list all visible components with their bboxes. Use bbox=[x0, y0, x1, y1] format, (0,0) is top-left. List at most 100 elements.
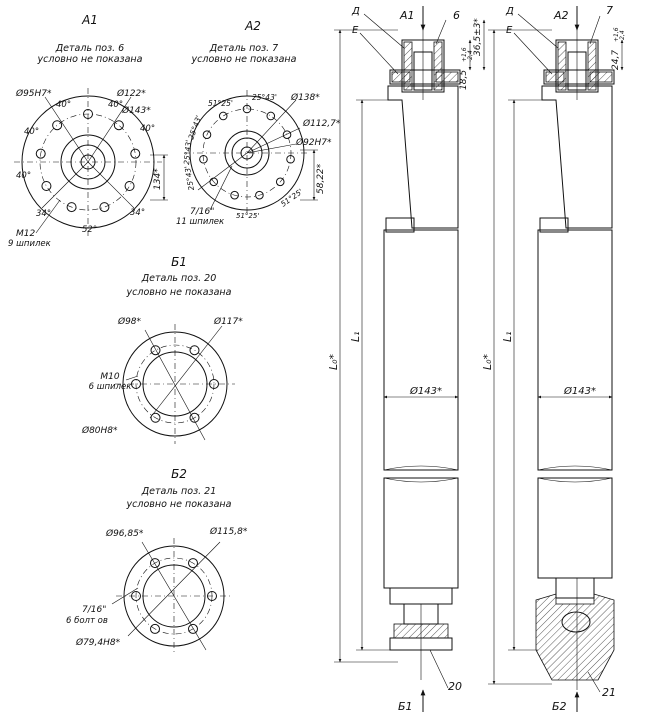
view-b2: Б2 Деталь поз. 21 условно не показана Ø9… bbox=[66, 467, 248, 654]
stud-hole bbox=[99, 202, 110, 213]
a1-studs: 9 шпилек bbox=[8, 239, 52, 249]
view-b2-note1: Деталь поз. 21 bbox=[141, 486, 217, 497]
b1-dim-80: Ø80H8* bbox=[81, 425, 118, 436]
right-letter-e: Е bbox=[506, 25, 513, 36]
stud-hole bbox=[282, 130, 292, 140]
a1-angle-8: 52° bbox=[82, 225, 97, 235]
stud-hole bbox=[286, 154, 295, 164]
view-a1-note2: условно не показана bbox=[37, 54, 143, 65]
right-pos-top: 7 bbox=[606, 4, 613, 17]
left-pos-top: 6 bbox=[453, 9, 460, 22]
stud-hole bbox=[218, 111, 228, 121]
b2-dim-115: Ø115,8* bbox=[209, 526, 248, 537]
stud-hole bbox=[124, 181, 135, 191]
a2-angle-4: 25°43' bbox=[182, 140, 193, 166]
stud-hole bbox=[41, 181, 52, 191]
a1-stud-holes bbox=[35, 109, 141, 213]
stud-hole bbox=[266, 111, 276, 121]
b1-thread: М10 bbox=[100, 372, 119, 382]
a1-angle-3: 40° bbox=[140, 124, 155, 134]
a2-studs: 11 шпилек bbox=[176, 217, 225, 227]
view-b1: Б1 Деталь поз. 20 условно не показана Ø9… bbox=[81, 255, 243, 444]
a2-angle-1: 25°43' bbox=[252, 93, 277, 102]
view-b1-note2: условно не показана bbox=[126, 287, 232, 298]
b1-dim-98: Ø98* bbox=[117, 316, 142, 327]
a1-angle-1: 40° bbox=[56, 100, 71, 110]
stud-hole bbox=[188, 558, 198, 569]
left-diameter: Ø143* bbox=[409, 385, 442, 397]
right-dim-a-tol: +1,6 bbox=[613, 27, 620, 42]
stud-hole bbox=[150, 412, 161, 423]
b2-studs: 6 болт ов bbox=[66, 616, 108, 626]
b2-dim-79: Ø79,4H8* bbox=[75, 637, 121, 648]
a2-dim-58: 58,22* bbox=[316, 163, 326, 194]
view-a2-note1: Деталь поз. 7 bbox=[209, 43, 278, 54]
view-a2-note2: условно не показана bbox=[191, 54, 297, 65]
left-length-total: L₀* bbox=[327, 353, 340, 370]
right-pos-bottom: 21 bbox=[602, 686, 616, 699]
right-view-top: А2 bbox=[553, 9, 569, 22]
stud-hole bbox=[66, 202, 77, 213]
a2-dim-138: Ø138* bbox=[290, 92, 320, 103]
view-a1: А1 Деталь поз. 6 условно не показана Ø95… bbox=[8, 13, 168, 249]
view-b1-note1: Деталь поз. 20 bbox=[141, 273, 217, 284]
b2-dim-96: Ø96,85* bbox=[105, 528, 144, 539]
stud-hole bbox=[199, 154, 208, 164]
b1-dim-117: Ø117* bbox=[213, 316, 243, 327]
left-pos-bottom: 20 bbox=[448, 680, 462, 693]
b1-bolt-circle bbox=[135, 344, 215, 424]
section-right: Д Е А2 7 24,7 +1,6 -2,4 L₀* L₁ Ø143* Б2 … bbox=[481, 4, 626, 713]
left-view-bottom: Б1 bbox=[398, 700, 413, 713]
view-b1-title: Б1 bbox=[171, 255, 187, 269]
right-length-total: L₀* bbox=[481, 353, 494, 370]
right-dim-a-tol2: -2,4 bbox=[619, 30, 626, 42]
a1-angle-5: 40° bbox=[16, 171, 31, 181]
a1-angle-4: 40° bbox=[24, 127, 39, 137]
a2-angle-5: 25°43' bbox=[183, 165, 196, 191]
view-b2-title: Б2 bbox=[171, 467, 187, 481]
stud-hole bbox=[150, 558, 160, 569]
a2-angle-6: 51°25' bbox=[236, 212, 259, 220]
a1-dim-122: Ø122* bbox=[116, 88, 146, 99]
right-view-bottom: Б2 bbox=[552, 700, 567, 713]
right-letter-d: Д bbox=[505, 6, 514, 17]
a1-dim-95: Ø95H7* bbox=[15, 88, 52, 99]
a1-angle-6: 34° bbox=[36, 209, 51, 219]
stud-hole bbox=[188, 623, 198, 634]
left-length: L₁ bbox=[349, 331, 362, 342]
view-a2-title: А2 bbox=[244, 19, 261, 33]
stud-hole bbox=[150, 345, 161, 356]
a2-dim-92: Ø92H7* bbox=[295, 137, 332, 148]
a1-dim-143: Ø143* bbox=[121, 105, 151, 116]
stud-hole bbox=[113, 120, 124, 131]
right-diameter: Ø143* bbox=[563, 385, 596, 397]
b1-studs: 6 шпилек bbox=[89, 382, 133, 392]
b2-thread: 7/16" bbox=[82, 605, 106, 615]
stud-hole bbox=[255, 190, 264, 200]
section-left: Д Е А1 6 18,5 +1,6 -2,4 36,5±3* L₀* L₁ Ø… bbox=[327, 6, 486, 713]
b1-flange-outer bbox=[122, 331, 228, 437]
stud-hole bbox=[130, 148, 141, 159]
stud-hole bbox=[189, 345, 200, 356]
view-b2-note2: условно не показана bbox=[126, 499, 232, 510]
left-dim-b: 36,5±3* bbox=[473, 18, 483, 56]
left-dim-a: 18,5 bbox=[459, 70, 469, 90]
a2-angle-2: 51°25' bbox=[208, 99, 233, 108]
a1-thread: М12 bbox=[16, 229, 35, 239]
left-dim-a-tol2: -2,4 bbox=[467, 50, 474, 62]
a2-thread: 7/16" bbox=[190, 207, 214, 217]
a2-angle-7: 51°25' bbox=[279, 187, 305, 209]
view-a1-note1: Деталь поз. 6 bbox=[55, 43, 124, 54]
a1-dim-134: 134* bbox=[153, 168, 163, 190]
stud-hole bbox=[275, 177, 285, 187]
left-view-top: А1 bbox=[399, 9, 415, 22]
view-a2: А2 Деталь поз. 7 условно не показана Ø13… bbox=[176, 19, 341, 227]
stud-hole bbox=[202, 130, 212, 140]
a1-angle-7: 34° bbox=[130, 208, 145, 218]
stud-hole bbox=[35, 148, 46, 159]
stud-hole bbox=[52, 120, 63, 131]
stud-hole bbox=[230, 190, 239, 200]
right-length: L₁ bbox=[501, 331, 514, 342]
right-dim-a: 24,7 bbox=[611, 50, 621, 70]
